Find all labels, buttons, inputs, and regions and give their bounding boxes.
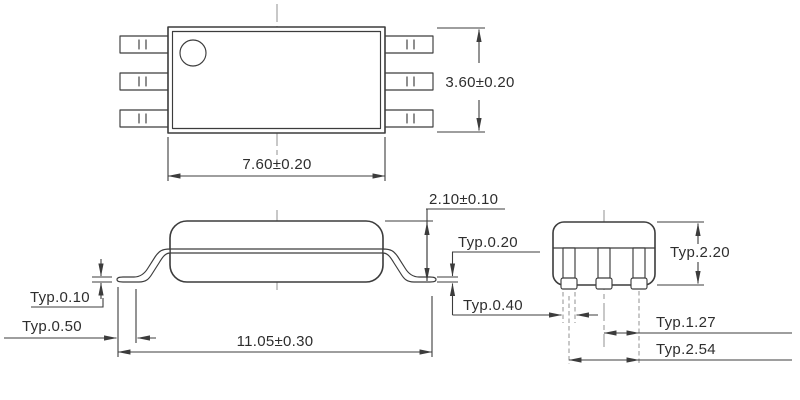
dim-body-height: 2.10±0.10 bbox=[385, 191, 505, 282]
lead bbox=[595, 247, 613, 290]
pin1-marker bbox=[179, 39, 207, 67]
dim-lead-thickness: Typ.0.20 bbox=[437, 234, 540, 283]
package-body-side bbox=[169, 220, 384, 283]
gullwing-lead-left bbox=[116, 248, 171, 283]
dim-lead-width: Typ.0.40 bbox=[449, 282, 598, 318]
end-view: Typ.2.20 Typ.1.27 Typ.2.54 bbox=[552, 210, 792, 364]
dim-label-body-width: 7.60±0.20 bbox=[242, 156, 311, 173]
dim-label-standoff: Typ.0.10 bbox=[30, 289, 90, 306]
dim-label-lead-thickness: Typ.0.20 bbox=[458, 234, 518, 251]
dim-lead-span: Typ.2.54 bbox=[568, 341, 792, 363]
dim-label-body-height: 2.10±0.10 bbox=[429, 191, 498, 208]
dim-label-end-body-height: Typ.2.20 bbox=[670, 244, 730, 261]
pin bbox=[383, 109, 434, 128]
pin bbox=[383, 72, 434, 91]
pin bbox=[119, 72, 170, 91]
pins-left bbox=[119, 35, 170, 128]
gullwing-lead-right bbox=[382, 248, 437, 283]
dim-standoff: Typ.0.10 bbox=[30, 259, 112, 308]
lead bbox=[630, 247, 648, 290]
dim-label-lead-pitch: Typ.1.27 bbox=[656, 314, 716, 331]
top-view: 7.60±0.20 3.60±0.20 bbox=[119, 4, 514, 181]
package-body-top bbox=[167, 26, 386, 134]
pin bbox=[119, 35, 170, 54]
lead bbox=[560, 247, 578, 290]
dim-body-width: 7.60±0.20 bbox=[167, 137, 386, 181]
dim-label-total-length: 11.05±0.30 bbox=[237, 333, 314, 350]
dim-label-body-depth: 3.60±0.20 bbox=[445, 74, 514, 91]
side-view: Typ.0.10 Typ.0.50 11.05±0.30 2.10±0.10 bbox=[4, 191, 598, 357]
dim-foot-length: Typ.0.50 bbox=[4, 287, 156, 357]
dim-total-length: 11.05±0.30 bbox=[117, 296, 433, 357]
pins-right bbox=[383, 35, 434, 128]
dim-body-depth: 3.60±0.20 bbox=[437, 27, 514, 133]
dim-end-body-height: Typ.2.20 bbox=[657, 221, 730, 286]
end-view-leads bbox=[560, 247, 648, 290]
dim-label-lead-width: Typ.0.40 bbox=[463, 297, 523, 314]
dim-label-foot-length: Typ.0.50 bbox=[22, 318, 82, 335]
dim-label-lead-span: Typ.2.54 bbox=[656, 341, 716, 358]
dim-lead-pitch: Typ.1.27 bbox=[603, 314, 792, 336]
pin bbox=[119, 109, 170, 128]
pin bbox=[383, 35, 434, 54]
